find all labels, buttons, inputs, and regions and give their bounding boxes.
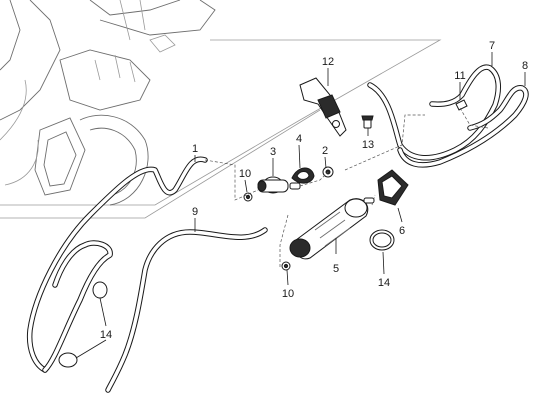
callout-5: 5: [333, 263, 339, 275]
hose-parts-7-8: [367, 64, 529, 168]
callout-9: 9: [192, 206, 198, 218]
connector-part-3: [257, 176, 301, 194]
callout-3: 3: [270, 146, 276, 158]
callout-12: 12: [322, 56, 334, 68]
screw-part-13: [361, 115, 374, 129]
clamp-ring-part-14-left: [58, 281, 108, 368]
clamp-part-4: [291, 167, 315, 184]
hose-part-1: [26, 156, 208, 373]
callout-14a: 14: [378, 277, 390, 289]
clip-part-10-left: [243, 192, 253, 202]
fuel-filter-part-5: [289, 197, 375, 260]
callout-8: 8: [522, 60, 528, 72]
clip-part-11: [455, 99, 468, 111]
callout-2: 2: [322, 145, 328, 157]
leader-lines: [75, 52, 526, 359]
callout-6: 6: [399, 225, 405, 237]
vehicle-frame-sketch: [0, 0, 442, 219]
callout-7: 7: [489, 40, 495, 52]
hose-part-9: [105, 227, 268, 393]
callout-10a: 10: [239, 168, 251, 180]
clamp-ring-part-14-right: [369, 229, 395, 251]
callout-10b: 10: [282, 288, 294, 300]
damper-part-6: [377, 169, 409, 206]
callout-1: 1: [192, 143, 198, 155]
assembly-guide-lines: [204, 107, 489, 268]
callout-11: 11: [454, 70, 465, 82]
bracket-part-12: [299, 77, 347, 137]
callout-labels: 1 2 3 4 5 6 7 8 9 10 10 11 12 13 14 14: [100, 40, 528, 341]
callout-4: 4: [296, 133, 302, 145]
callout-13: 13: [362, 139, 374, 151]
clip-part-10-bottom: [281, 261, 291, 271]
callout-14b: 14: [100, 329, 112, 341]
